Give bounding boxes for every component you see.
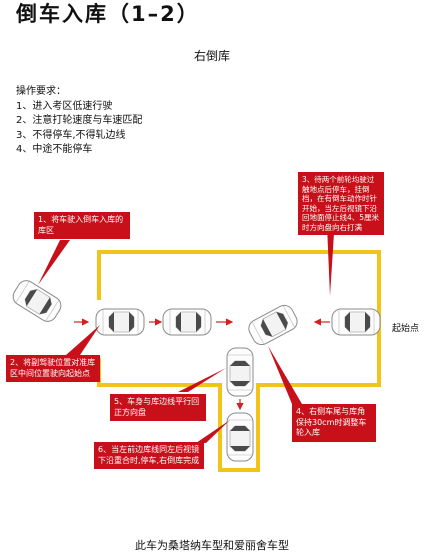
page-title: 倒车入库（1–2） [16, 2, 200, 26]
step-4-callout: 4、右侧车尾与库角保持30cm时调整车轮入库 [292, 404, 376, 442]
step-3-callout: 3、待两个前轮均驶过触地点后停车，挂倒档，在有倒车动作时针开始，当左后视镜下沿回… [298, 172, 384, 235]
requirement-item: 2、注意打轮速度与车速匹配 [16, 115, 143, 126]
requirement-item: 3、不得停车,不得轧边线 [16, 129, 126, 141]
requirements-heading: 操作要求： [16, 86, 66, 97]
step-6-callout: 6、当左前边库线同左后视镜下沿重合时,停车,右倒库完成 [94, 442, 204, 469]
requirement-item: 4、中途不能停车 [16, 144, 93, 155]
boundary-line [97, 250, 381, 472]
direction-arrows [74, 318, 330, 411]
car-4 [245, 301, 301, 349]
diagram-subtitle: 右倒库 [193, 49, 230, 63]
car-7 [226, 412, 254, 462]
operation-requirements: 操作要求： 1、进入考区低速行驶 2、注意打轮速度与车速匹配 3、不得停车,不得… [16, 85, 142, 158]
step-5-callout: 5、车身与库边线平行回正方向盘 [110, 394, 206, 421]
car-1 [9, 276, 65, 326]
start-point-label: 起始点 [392, 324, 420, 334]
car-6 [226, 347, 254, 397]
car-5 [331, 308, 381, 336]
step-2-callout: 2、将副驾驶位置对准库区中间位置驶向起始点 [6, 355, 100, 382]
car-3 [162, 308, 212, 336]
requirement-item: 1、进入考区低速行驶 [16, 100, 113, 112]
step-1-callout: 1、将车驶入倒车入库的库区 [34, 212, 130, 239]
footer-note: 此车为桑塔纳车型和爱丽舍车型 [135, 539, 289, 552]
car-2 [95, 308, 145, 336]
